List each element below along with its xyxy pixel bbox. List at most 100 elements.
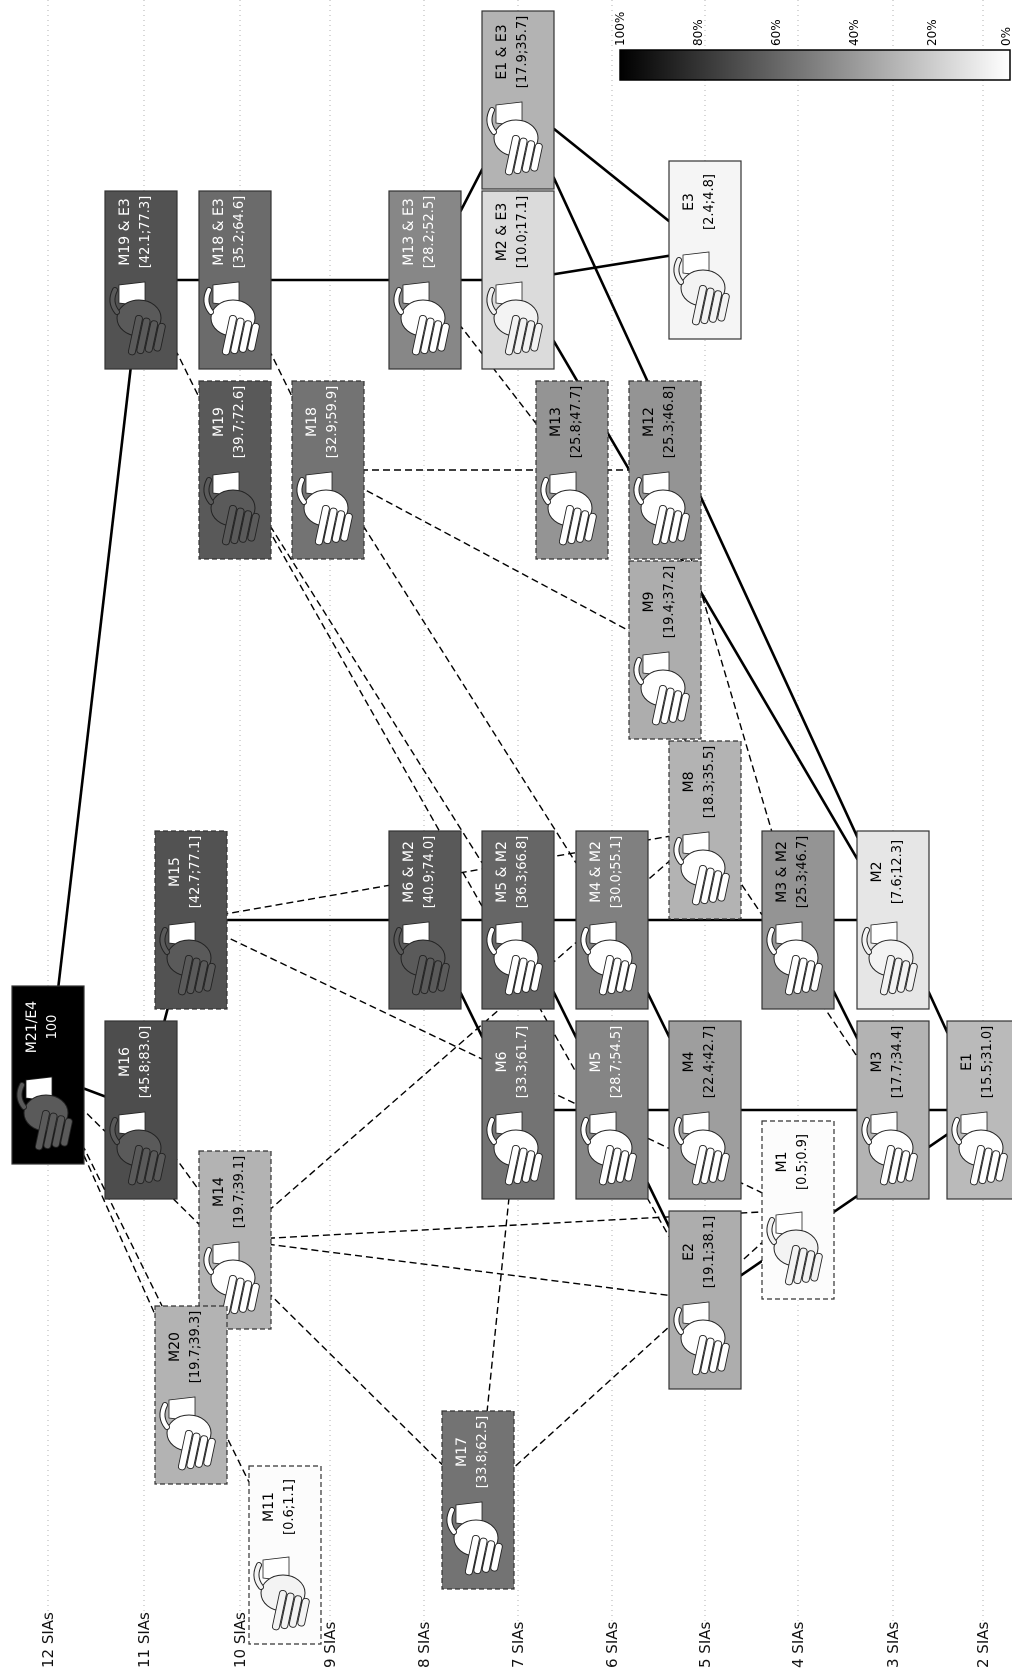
node-value: [25.3;46.8]: [662, 386, 677, 458]
hand-icon: [486, 921, 543, 996]
node-value: [25.8;47.7]: [569, 386, 584, 458]
node-name: E1: [959, 1053, 975, 1071]
legend-tick: 20%: [925, 19, 939, 46]
edge-dashed: [477, 1209, 799, 1501]
hand-icon: [766, 1211, 823, 1286]
node-m11[interactable]: M11[0.6;1.1]: [248, 1465, 322, 1645]
hand-icon: [633, 471, 690, 546]
hand-icon: [540, 471, 597, 546]
node-name: E3: [681, 193, 697, 211]
legend-tick: 80%: [691, 19, 705, 46]
level-label: 10 SIAs: [231, 1612, 249, 1668]
node-m17[interactable]: M17[33.8;62.5]: [441, 1410, 515, 1590]
node-value: [19.1;38.1]: [702, 1216, 717, 1288]
hand-icon: [446, 1501, 503, 1576]
legend-tick: 100%: [613, 12, 627, 46]
hand-icon: [486, 101, 543, 176]
hand-icon: [861, 1111, 918, 1186]
node-value: [15.5;31.0]: [980, 1026, 995, 1098]
hand-icon: [580, 1111, 637, 1186]
node-value: [30.0;55.1]: [609, 836, 624, 908]
node-m15[interactable]: M15[42.7;77.1]: [154, 830, 228, 1010]
node-m13e3[interactable]: M13 & E3[28.2;52.5]: [388, 190, 462, 370]
node-value: [39.7;72.6]: [232, 386, 247, 458]
node-name: M16: [117, 1047, 133, 1077]
level-label: 7 SIAs: [509, 1621, 527, 1668]
node-e3[interactable]: E3 [2.4;4.8]: [668, 160, 742, 340]
node-name: M4 & M2: [588, 841, 604, 903]
hand-icon: [486, 1111, 543, 1186]
node-m16[interactable]: M16 [45.8;83.0]: [104, 1020, 178, 1200]
node-value: [17.9;35.7]: [515, 16, 530, 88]
hand-icon: [296, 471, 353, 546]
node-name: M6: [494, 1051, 510, 1072]
node-m4m2[interactable]: M4 & M2 [30.0;55.1]: [575, 830, 649, 1010]
node-name: M18 & E3: [211, 198, 227, 265]
hand-icon: [159, 921, 216, 996]
node-name: M2 & E3: [494, 203, 510, 262]
node-value: [28.7;54.5]: [609, 1026, 624, 1098]
node-name: M13: [548, 407, 564, 437]
node-name: M5 & M2: [494, 841, 510, 903]
legend-tick: 60%: [769, 19, 783, 46]
node-m14[interactable]: M14[19.7;39.1]: [198, 1150, 272, 1330]
edge-dashed: [234, 1239, 706, 1301]
node-m1[interactable]: M1 [0.5;0.9]: [761, 1120, 835, 1300]
node-name: M8: [681, 772, 697, 793]
node-m2e3[interactable]: M2 & E3[10.0;17.1]: [481, 190, 555, 370]
node-name: M15: [167, 857, 183, 887]
hand-icon: [203, 471, 260, 546]
node-name: M20: [167, 1332, 183, 1362]
node-name: M14: [211, 1177, 227, 1207]
node-e1[interactable]: E1 [15.5;31.0]: [946, 1020, 1012, 1200]
node-m4[interactable]: M4[22.4;42.7]: [668, 1020, 742, 1200]
node-m18[interactable]: M18[32.9;59.9]: [291, 380, 365, 560]
hand-icon: [486, 281, 543, 356]
node-name: M11: [261, 1492, 277, 1522]
node-m9[interactable]: M9[19.4;37.2]: [628, 560, 702, 740]
node-name: M5: [588, 1052, 604, 1073]
edge-dashed: [234, 469, 519, 921]
node-m8[interactable]: M8[18.3;35.5]: [668, 740, 742, 920]
node-m19e3[interactable]: M19 & E3[42.1;77.3]: [104, 190, 178, 370]
node-value: [2.4;4.8]: [702, 174, 717, 230]
node-m3m2[interactable]: M3 & M2[25.3;46.7]: [761, 830, 835, 1010]
node-e2[interactable]: E2 [19.1;38.1]: [668, 1210, 742, 1390]
node-value: [19.7;39.3]: [188, 1311, 203, 1383]
node-m3[interactable]: M3[17.7;34.4]: [856, 1020, 930, 1200]
hand-icon: [861, 921, 918, 996]
hand-icon: [951, 1111, 1008, 1186]
node-m6[interactable]: M6 [33.3;61.7]: [481, 1020, 555, 1200]
node-m12[interactable]: M12 [25.3;46.8]: [628, 380, 702, 560]
edge-dashed: [664, 649, 706, 831]
hand-icon: [673, 1301, 730, 1376]
hand-icon: [766, 921, 823, 996]
node-name: E2: [681, 1243, 697, 1261]
node-name: M17: [454, 1437, 470, 1467]
node-name: M3 & M2: [774, 841, 790, 903]
node-m20[interactable]: M20 [19.7;39.3]: [154, 1305, 228, 1485]
node-m2[interactable]: M2[7.6;12.3]: [856, 830, 930, 1010]
node-value: [0.5;0.9]: [795, 1134, 810, 1190]
node-name: M1: [774, 1152, 790, 1173]
node-m5[interactable]: M5 [28.7;54.5]: [575, 1020, 649, 1200]
hand-icon: [673, 1111, 730, 1186]
node-value: [33.3;61.7]: [515, 1026, 530, 1098]
node-m5m2[interactable]: M5 & M2[36.3;66.8]: [481, 830, 555, 1010]
node-value: [28.2;52.5]: [422, 196, 437, 268]
node-m18e3[interactable]: M18 & E3[35.2;64.6]: [198, 190, 272, 370]
node-name: M21/E4: [24, 1001, 40, 1053]
legend-gradient-bar: [619, 49, 1011, 81]
node-name: M12: [641, 407, 657, 437]
node-value: [40.9;74.0]: [422, 836, 437, 908]
node-value: [45.8;83.0]: [138, 1026, 153, 1098]
node-e1e3[interactable]: E1 & E3[17.9;35.7]: [481, 10, 555, 190]
node-name: M19: [211, 407, 227, 437]
node-name: M9: [641, 592, 657, 613]
node-m6m2[interactable]: M6 & M2[40.9;74.0]: [388, 830, 462, 1010]
node-value: [17.7;34.4]: [890, 1026, 905, 1098]
node-m19[interactable]: M19 [39.7;72.6]: [198, 380, 272, 560]
node-m13[interactable]: M13 [25.8;47.7]: [535, 380, 609, 560]
